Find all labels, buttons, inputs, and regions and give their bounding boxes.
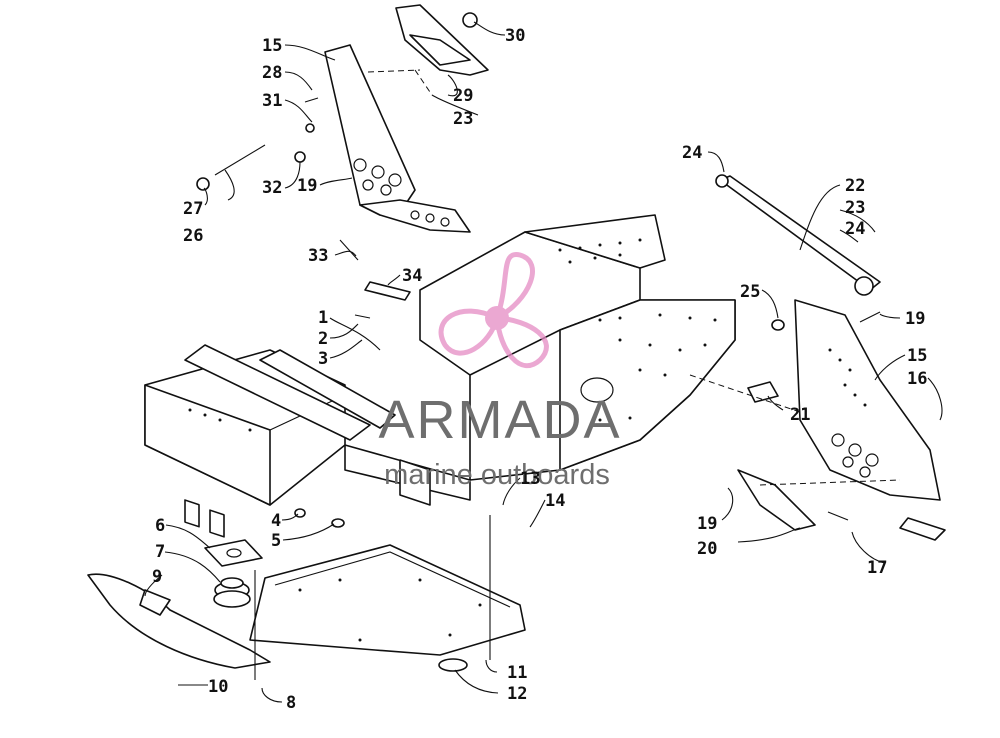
bulkhead-slot-left (184, 499, 200, 528)
callout-24-right: 24 (845, 219, 865, 239)
strip-34 (364, 281, 411, 301)
grommet-part-12 (438, 658, 468, 672)
bulkhead-slot-right (209, 509, 225, 538)
callout-19: 19 (297, 176, 317, 196)
callout-2: 2 (318, 329, 328, 349)
nut-30 (462, 12, 478, 28)
callout-5: 5 (271, 531, 281, 551)
callout-4: 4 (271, 511, 281, 531)
bracket-21 (747, 381, 779, 403)
nut-5 (331, 518, 345, 528)
washer-31 (305, 123, 315, 133)
callout-7: 7 (155, 542, 165, 562)
skid-plate-body (249, 544, 526, 656)
callout-33: 33 (308, 246, 328, 266)
callout-3: 3 (318, 349, 328, 369)
callout-31: 31 (262, 91, 282, 111)
callout-21: 21 (790, 405, 810, 425)
channel-tube (399, 459, 431, 506)
steering-support-right (689, 174, 946, 541)
callout-15-right: 15 (907, 346, 927, 366)
callout-13: 13 (520, 469, 540, 489)
nut-27 (196, 177, 210, 191)
callout-14: 14 (545, 491, 565, 511)
callout-1: 1 (318, 308, 328, 328)
steering-support-left (324, 4, 489, 233)
watermark-brand: ARMADA (378, 390, 621, 450)
callout-6: 6 (155, 516, 165, 536)
nut-25 (771, 319, 785, 331)
callout-25: 25 (740, 282, 760, 302)
plate-17 (899, 517, 946, 541)
mount-plate-assembly (204, 539, 263, 608)
skid-plate (249, 544, 526, 672)
callout-15: 15 (262, 36, 282, 56)
callout-22: 22 (845, 176, 865, 196)
leader-lines (144, 21, 943, 703)
callout-19-lower: 19 (697, 514, 717, 534)
callout-17: 17 (867, 558, 887, 578)
callout-34: 34 (402, 266, 422, 286)
watermark-tagline: marine outboards (384, 459, 610, 491)
callout-30: 30 (505, 26, 525, 46)
tunnel-side-plate (559, 299, 736, 471)
washer-32 (294, 151, 306, 163)
upper-rail (184, 344, 371, 441)
bumper-tab (139, 589, 171, 616)
callout-12: 12 (507, 684, 527, 704)
callout-28: 28 (262, 63, 282, 83)
callout-9: 9 (152, 567, 162, 587)
chassis-frame (144, 214, 736, 538)
tunnel-access-hole (580, 377, 614, 403)
front-bumper (87, 573, 271, 669)
callout-labels: 15 28 31 27 26 32 19 33 34 29 23 30 1 2 … (152, 26, 927, 713)
callout-23: 23 (453, 109, 473, 129)
callout-20: 20 (697, 539, 717, 559)
bulkhead-front-face (144, 384, 271, 506)
upper-rail-inner (259, 349, 396, 429)
callout-32: 32 (262, 178, 282, 198)
callout-16: 16 (907, 369, 927, 389)
callout-8: 8 (286, 693, 296, 713)
tunnel-top-rear (524, 214, 666, 269)
strap-20 (737, 469, 816, 531)
bracket-inner (409, 34, 471, 66)
left-hardware (196, 97, 411, 528)
callout-19-right: 19 (905, 309, 925, 329)
armada-logo-icon (438, 252, 549, 369)
bumper-body (87, 573, 271, 669)
callout-27: 27 (183, 199, 203, 219)
callout-11: 11 (507, 663, 527, 683)
callout-23-right: 23 (845, 198, 865, 218)
callout-29: 29 (453, 86, 473, 106)
callout-24: 24 (682, 143, 702, 163)
callout-26: 26 (183, 226, 203, 246)
callout-10: 10 (208, 677, 228, 697)
